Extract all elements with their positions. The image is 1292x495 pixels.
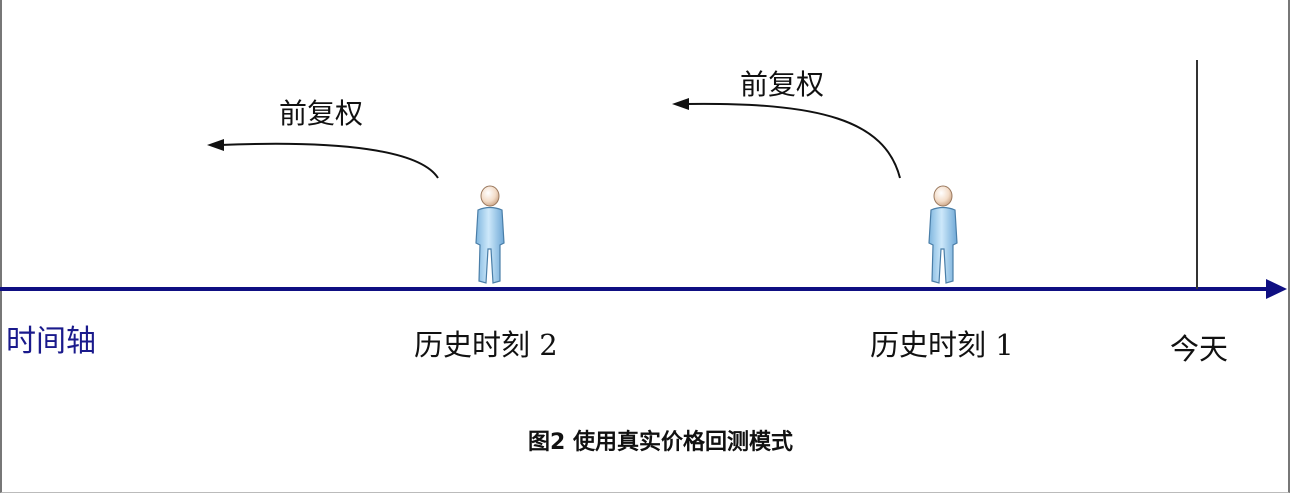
today-label: 今天 [1170,332,1229,366]
person-icon [928,185,958,284]
adjust-arrow-2-head [207,139,224,151]
time-axis-label: 时间轴 [6,324,96,359]
forward-adjust-label-1: 前复权 [740,68,825,101]
historical-moment-1-label: 历史时刻 1 [870,328,1014,362]
time-axis-arrowhead [1266,279,1287,299]
forward-adjust-label-2: 前复权 [279,97,364,130]
adjust-arrow-1 [684,102,901,179]
figure-caption: 图2 使用真实价格回测模式 [528,430,793,455]
person-icon [475,185,505,284]
adjust-arrow-1-head [672,98,689,110]
historical-moment-2-label: 历史时刻 2 [414,328,558,362]
adjust-arrow-2 [219,142,439,179]
